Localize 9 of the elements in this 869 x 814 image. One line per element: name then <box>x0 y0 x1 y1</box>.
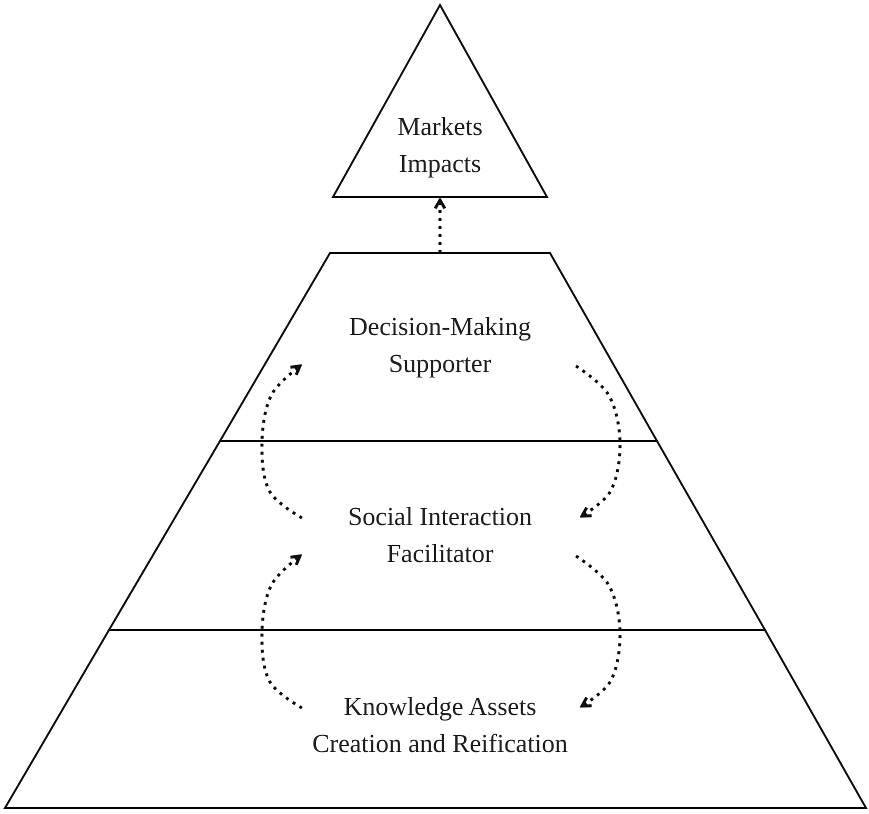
tier-label: Knowledge Assets Creation and Reification <box>311 691 569 760</box>
dotted-arrow <box>260 554 303 710</box>
tier-label: Markets Impacts <box>396 111 484 180</box>
tier-label: Social Interaction Facilitator <box>346 501 534 570</box>
dotted-arrow <box>575 554 622 708</box>
tier-label: Decision-Making Supporter <box>348 311 532 380</box>
dotted-arrow <box>260 364 303 520</box>
dotted-arrow <box>434 198 446 253</box>
dotted-arrow <box>575 364 622 518</box>
